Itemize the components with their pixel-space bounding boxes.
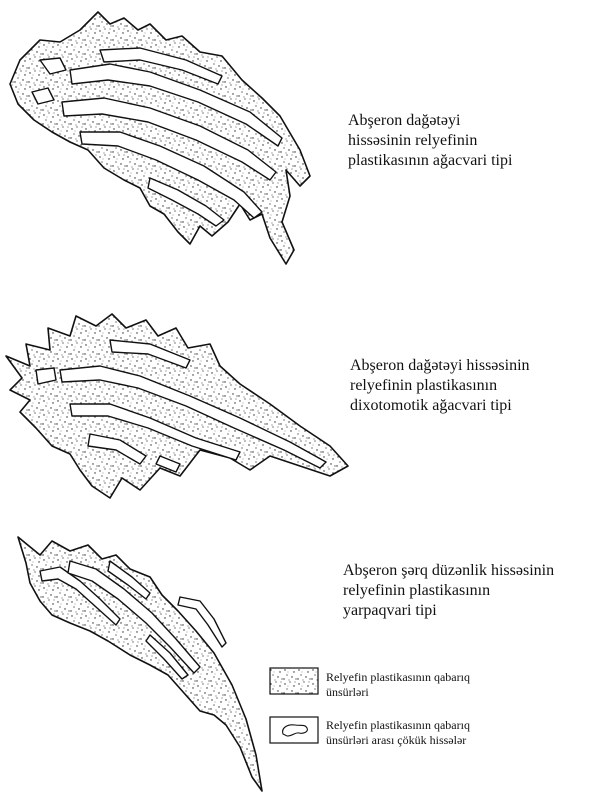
figure-2-dichotomous-tree-type-relief <box>0 300 350 500</box>
legend-item-2-line-2: ünsürləri arası çökük hissələr <box>326 733 470 748</box>
legend-swatch-concave-areas <box>269 716 319 744</box>
caption-figure-2-line-2: relyefinin plastikasının <box>350 376 530 396</box>
caption-figure-1-line-2: hissəsinin relyefinin <box>348 131 512 151</box>
legend-swatch-convex-elements <box>269 667 319 695</box>
caption-figure-1-line-3: plastikasının ağacvari tipi <box>348 151 512 171</box>
legend-item-1: Relyefin plastikasının qabarıq ünsürləri <box>326 670 470 700</box>
legend-item-2-line-1: Relyefin plastikasının qabarıq <box>326 718 470 733</box>
caption-figure-2: Abşeron dağətəyi hissəsinin relyefinin p… <box>350 356 530 416</box>
figure-3-leaf-type-relief <box>0 515 270 798</box>
caption-figure-1: Abşeron dağətəyi hissəsinin relyefinin p… <box>348 111 512 171</box>
caption-figure-3: Abşeron şərq düzənlik hissəsinin relyefi… <box>343 561 554 621</box>
legend-item-1-line-2: ünsürləri <box>326 685 470 700</box>
caption-figure-3-line-2: relyefinin plastikasının <box>343 581 554 601</box>
caption-figure-3-line-1: Abşeron şərq düzənlik hissəsinin <box>343 561 554 581</box>
figure-1-main-body <box>10 12 310 264</box>
caption-figure-3-line-3: yarpaqvari tipi <box>343 601 554 621</box>
caption-figure-2-line-3: dixotomotik ağacvari tipi <box>350 396 530 416</box>
figure-1-tree-type-relief <box>0 0 330 280</box>
caption-figure-2-line-1: Abşeron dağətəyi hissəsinin <box>350 356 530 376</box>
legend-item-2: Relyefin plastikasının qabarıq ünsürləri… <box>326 718 470 748</box>
legend-item-1-line-1: Relyefin plastikasının qabarıq <box>326 670 470 685</box>
caption-figure-1-line-1: Abşeron dağətəyi <box>348 111 512 131</box>
